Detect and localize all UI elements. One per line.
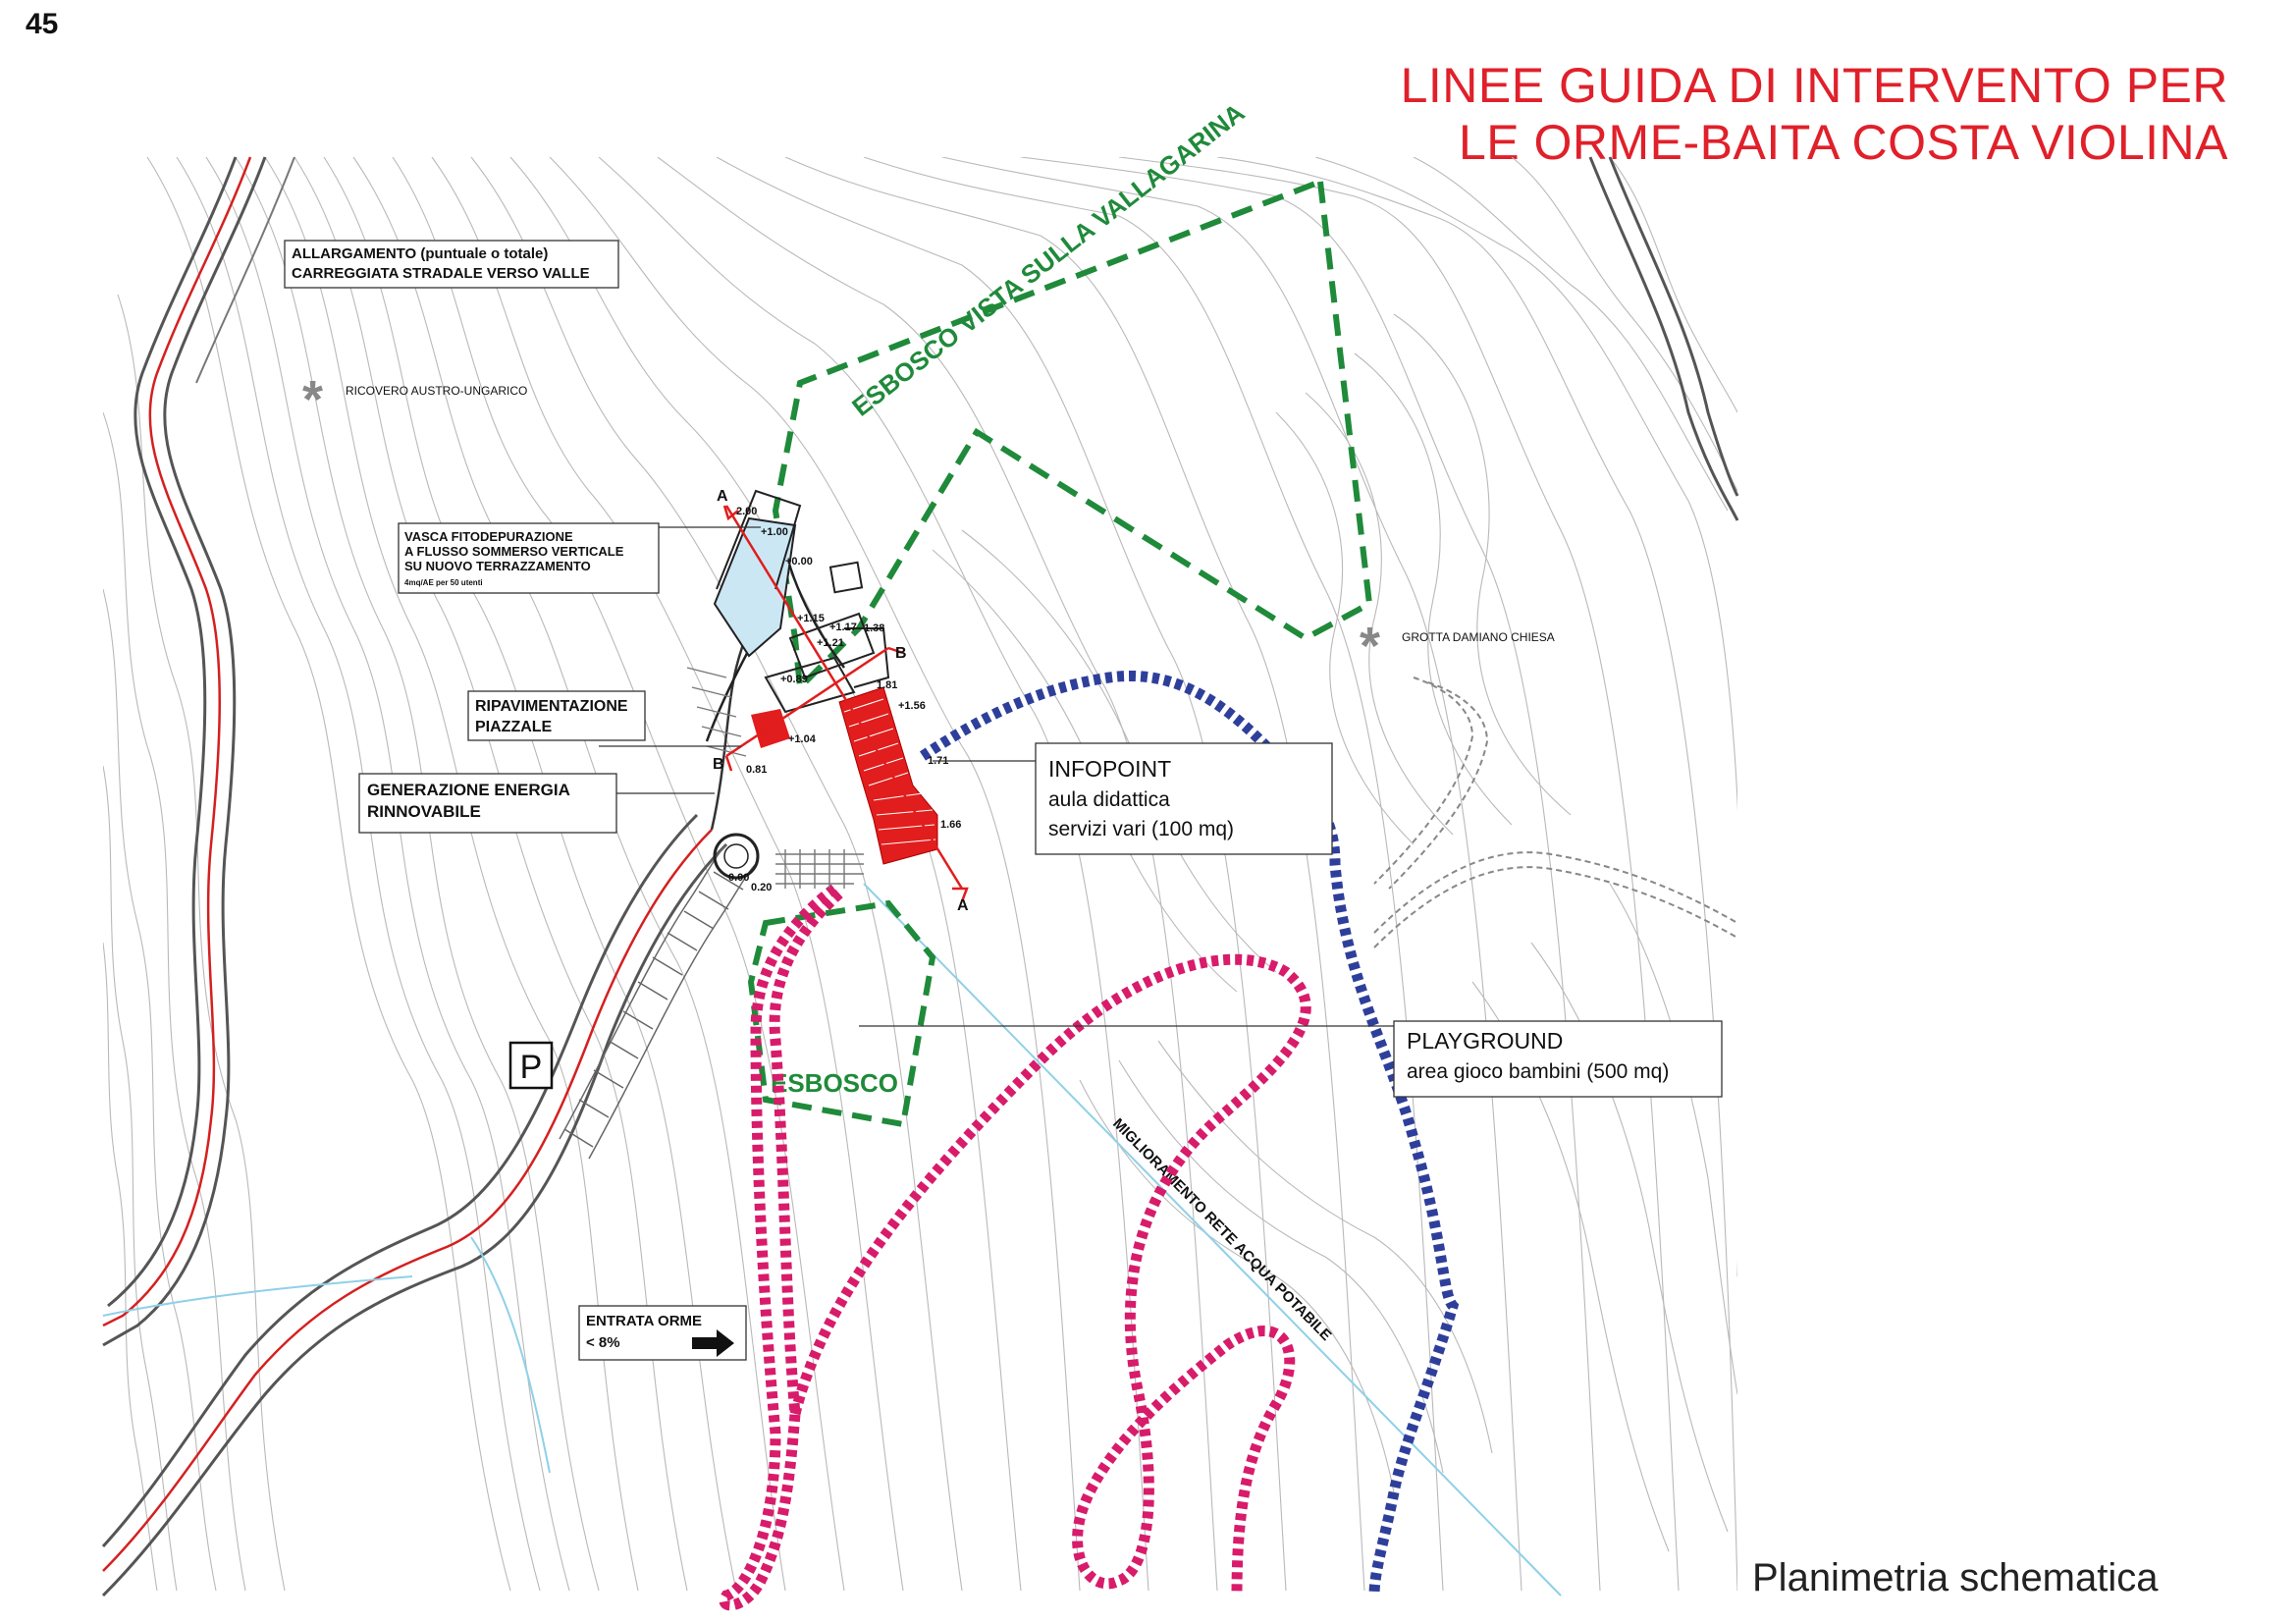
playground-line-1: PLAYGROUND: [1407, 1028, 1563, 1054]
label-infopoint: INFOPOINT aula didattica servizi vari (1…: [1035, 742, 1333, 855]
leader-lines: [599, 526, 1394, 1027]
ripavimentazione-line-2: PIAZZALE: [475, 719, 553, 735]
ricovero-label: RICOVERO AUSTRO-UNGARICO: [346, 384, 527, 398]
red-paving: [751, 686, 938, 865]
elevation-point: +1.00: [761, 526, 788, 538]
phytodepuration-tank: [713, 489, 864, 658]
ricovero-marker: * RICOVERO AUSTRO-UNGARICO: [302, 370, 527, 429]
vasca-line-2: A FLUSSO SOMMERSO VERTICALE: [404, 544, 624, 559]
elevation-point: 0.20: [751, 882, 772, 893]
elevation-point: +0.89: [780, 674, 808, 685]
west-road: [102, 156, 295, 1347]
infopoint-line-1: INFOPOINT: [1048, 756, 1171, 782]
section-a-top: A: [717, 488, 728, 505]
esbosco-label: ESBOSCO: [771, 1068, 898, 1098]
section-a-bottom: A: [957, 897, 969, 914]
elevation-point: 0.81: [746, 764, 767, 776]
side-paths: [1373, 677, 1738, 948]
asterisk-icon: *: [1360, 617, 1380, 676]
arrow-right-icon: [692, 1329, 734, 1357]
page-number: 45: [26, 8, 59, 40]
generazione-line-1: GENERAZIONE ENERGIA: [367, 781, 570, 799]
label-allargamento: ALLARGAMENTO (puntuale o totale) CARREGG…: [284, 240, 619, 289]
label-generazione: GENERAZIONE ENERGIA RINNOVABILE: [358, 773, 617, 834]
vasca-line-3: SU NUOVO TERRAZZAMENTO: [404, 559, 591, 573]
title-line-1: LINEE GUIDA DI INTERVENTO PER: [1400, 58, 2228, 113]
section-b-left: B: [713, 756, 724, 773]
label-ripavimentazione: RIPAVIMENTAZIONE PIAZZALE: [467, 690, 646, 741]
vasca-line-4: 4mq/AE per 50 utenti: [404, 578, 483, 587]
elevation-point: 2.00: [736, 506, 757, 517]
elevation-point: +1.15: [797, 613, 825, 624]
label-vasca: VASCA FITODEPURAZIONE A FLUSSO SOMMERSO …: [398, 522, 660, 594]
infopoint-line-2: aula didattica: [1048, 788, 1170, 811]
elevation-point: 1.38: [864, 623, 884, 634]
generazione-line-2: RINNOVABILE: [367, 802, 481, 821]
asterisk-icon: *: [302, 370, 323, 429]
parking-sign: P: [508, 1041, 554, 1090]
elevation-point: +0.00: [785, 556, 813, 568]
label-playground: PLAYGROUND area gioco bambini (500 mq): [1393, 1020, 1723, 1098]
ripavimentazione-line-1: RIPAVIMENTAZIONE: [475, 698, 628, 715]
water-supply-line: [102, 883, 1562, 1597]
page-title: LINEE GUIDA DI INTERVENTO PER LE ORME-BA…: [1401, 57, 2228, 171]
playground-line-2: area gioco bambini (500 mq): [1407, 1060, 1669, 1083]
elevation-point: +1.56: [898, 700, 926, 712]
access-ramp: [559, 843, 757, 1160]
grotta-label: GROTTA DAMIANO CHIESA: [1402, 630, 1555, 644]
entrata-line-1: ENTRATA ORME: [586, 1313, 702, 1329]
infopoint-path: [919, 671, 1460, 1597]
elevation-point: 1.66: [940, 819, 961, 831]
elevation-point: +1.17: [829, 622, 857, 633]
esbosco-area: [747, 899, 936, 1128]
section-lines: [722, 505, 969, 902]
elevation-point: +1.04: [788, 733, 817, 745]
water-line-label: MIGLIORAMENTO RETE ACQUA POTABILE: [1109, 1115, 1334, 1344]
east-road: [1588, 156, 1739, 521]
elevation-point: 0.00: [728, 872, 749, 884]
building-outline: [764, 612, 890, 714]
allargamento-line-2: CARREGGIATA STRADALE VERSO VALLE: [292, 265, 590, 282]
title-line-2: LE ORME-BAITA COSTA VIOLINA: [1458, 115, 2228, 170]
allargamento-line-1: ALLARGAMENTO (puntuale o totale): [292, 245, 548, 262]
map-caption: Planimetria schematica: [1752, 1556, 2159, 1599]
elevation-points: 2.00 +1.00 +0.00 +1.15 +1.17 1.38 +1.21 …: [728, 506, 961, 893]
section-b-top: B: [895, 645, 907, 662]
label-entrata: ENTRATA ORME < 8%: [578, 1305, 747, 1361]
infopoint-line-3: servizi vari (100 mq): [1048, 818, 1234, 840]
parking-label: P: [520, 1049, 543, 1086]
elevation-point: 1.81: [877, 679, 897, 691]
vasca-line-1: VASCA FITODEPURAZIONE: [404, 529, 573, 544]
terrace-steps: [686, 667, 864, 889]
esbosco-vista-area: [772, 177, 1373, 694]
grotta-marker: * GROTTA DAMIANO CHIESA: [1360, 617, 1555, 676]
elevation-point: +1.21: [817, 637, 844, 649]
entrata-line-2: < 8%: [586, 1334, 620, 1351]
